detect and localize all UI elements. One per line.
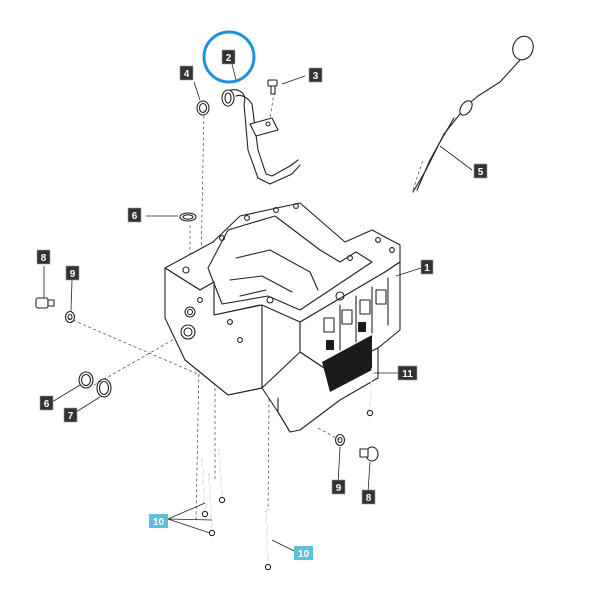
bolt-10-d: [264, 511, 272, 571]
callout-4-text: 4: [184, 69, 190, 80]
callout-6-side[interactable]: 6: [39, 395, 54, 411]
callout-1[interactable]: 1: [420, 259, 434, 275]
o-ring-part-7[interactable]: [96, 378, 112, 398]
oil-pickup-tube-part-2[interactable]: [221, 89, 301, 185]
callout-5-text: 5: [478, 167, 484, 178]
callout-11-text: 11: [402, 369, 413, 380]
callout-2-text: 2: [226, 53, 232, 64]
callout-8-left[interactable]: 8: [36, 249, 51, 265]
washer-part-9-left[interactable]: [64, 310, 76, 324]
o-ring-part-6-top[interactable]: [179, 212, 197, 222]
callout-10-left-text: 10: [153, 517, 165, 528]
callout-7[interactable]: 7: [63, 407, 78, 423]
highlight-ring: [202, 30, 256, 84]
callout-9-left[interactable]: 9: [65, 265, 80, 281]
callout-9-right[interactable]: 9: [331, 479, 346, 495]
drain-plug-part-8-left[interactable]: [35, 297, 55, 309]
callout-8-right-text: 8: [366, 493, 372, 504]
callout-4[interactable]: 4: [179, 65, 194, 81]
callout-1-text: 1: [424, 263, 430, 274]
washer-part-9-right[interactable]: [334, 433, 346, 447]
callout-3[interactable]: 3: [308, 67, 323, 83]
callout-10-right[interactable]: 10: [294, 546, 313, 560]
callout-6-top[interactable]: 6: [127, 207, 142, 223]
callout-9-left-text: 9: [70, 269, 76, 280]
callout-9-right-text: 9: [336, 483, 342, 494]
o-ring-part-6-side[interactable]: [78, 371, 94, 389]
dipstick-part-5[interactable]: [412, 33, 537, 193]
leader-lines: [43, 63, 473, 553]
callout-6-top-text: 6: [132, 211, 138, 222]
callout-5[interactable]: 5: [473, 163, 488, 179]
o-ring-part-4[interactable]: [196, 100, 210, 116]
bolt-part-11[interactable]: [366, 367, 374, 417]
callout-7-text: 7: [68, 411, 74, 422]
callout-8-right[interactable]: 8: [361, 489, 376, 505]
bolt-10-a: [201, 459, 209, 518]
callout-10-left[interactable]: 10: [149, 514, 168, 528]
flange-bolt-holes: [182, 203, 395, 343]
bolt-10-b: [208, 474, 216, 537]
drain-plug-part-8-right[interactable]: [359, 446, 379, 462]
callout-8-left-text: 8: [41, 253, 47, 264]
bolt-part-3[interactable]: [267, 79, 278, 95]
bolt-10-c: [218, 449, 226, 504]
callout-3-text: 3: [313, 71, 319, 82]
oil-pan-part-1[interactable]: [164, 202, 401, 433]
callout-11[interactable]: 11: [397, 365, 418, 381]
callout-10-right-text: 10: [298, 549, 310, 560]
callout-2[interactable]: 2: [221, 49, 236, 65]
bolts-part-10-group[interactable]: [201, 449, 272, 571]
callout-6-side-text: 6: [44, 399, 50, 410]
